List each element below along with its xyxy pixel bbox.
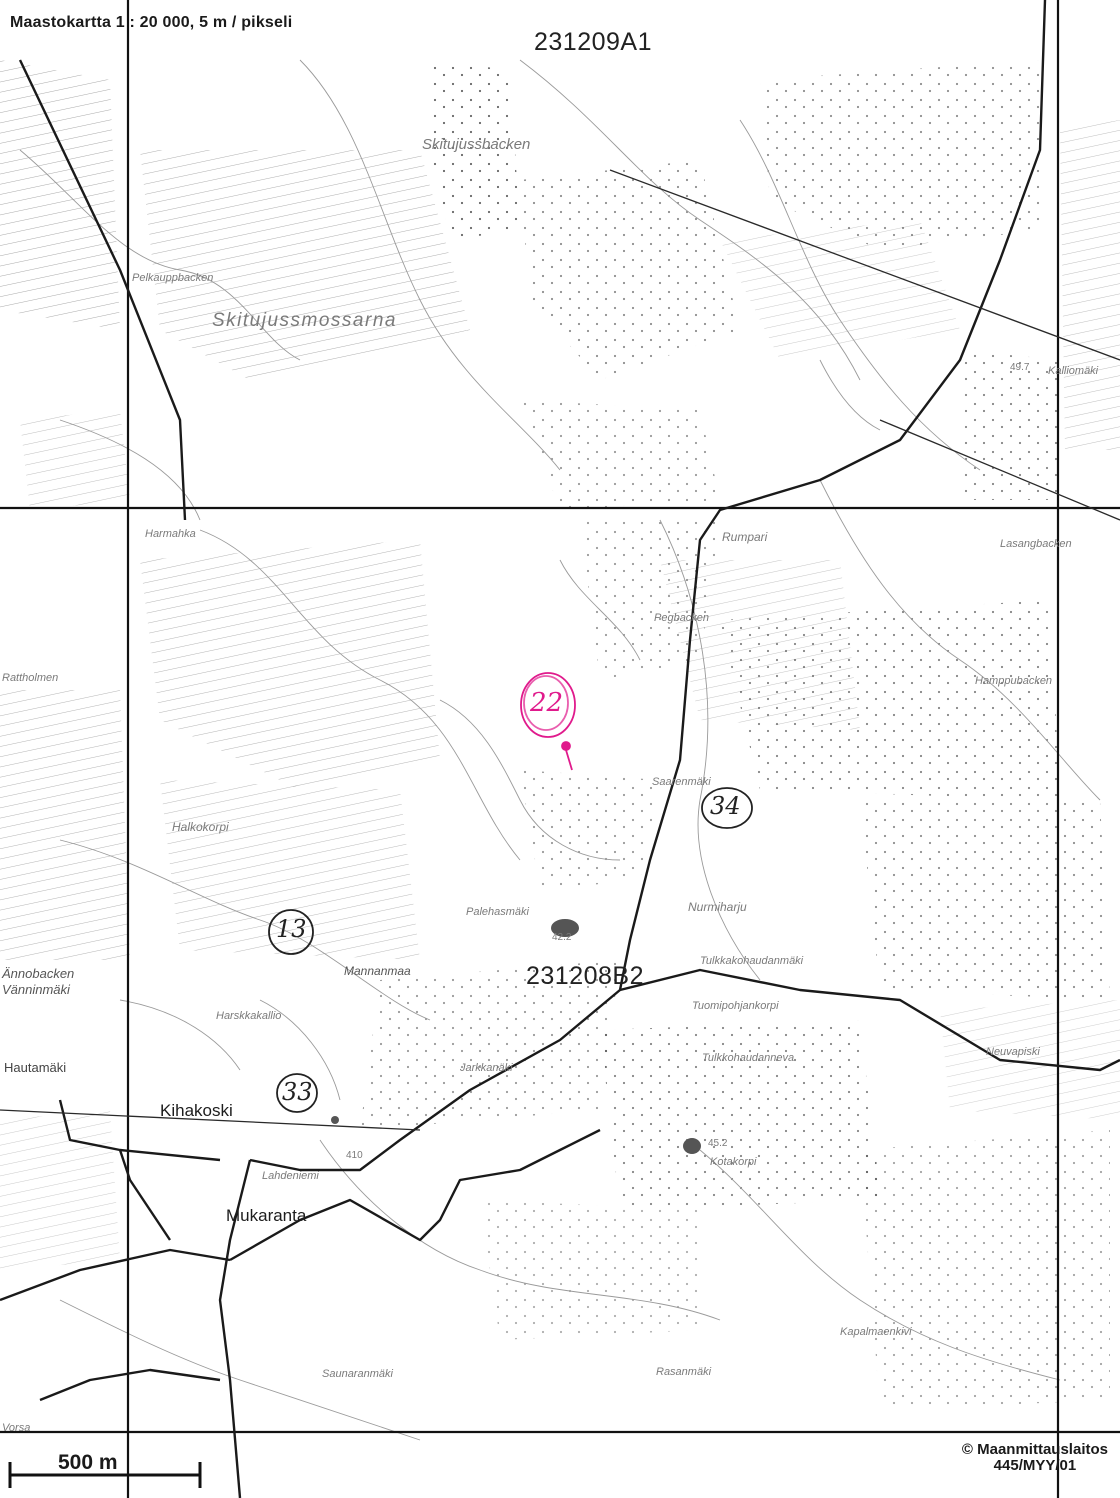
town-mukaranta: Mukaranta (226, 1206, 307, 1225)
place-hautamaki: Hautamäki (4, 1060, 67, 1075)
place-tulkkohaudanneva: Tulkkohaudanneva (702, 1052, 795, 1064)
place-skitujussmossarna: Skitujussmossarna (212, 310, 397, 331)
annotation-number: 33 (282, 1078, 313, 1106)
contour-lines (19, 59, 1101, 1441)
elevation-label: 49.7 (1010, 362, 1030, 373)
sheet-label-top: 231209A1 (534, 28, 653, 56)
town-kihakoski: Kihakoski (160, 1101, 233, 1120)
place-tuomipohjankorpi: Tuomipohjankorpi (692, 1000, 779, 1012)
place-rumpari: Rumpari (722, 530, 768, 544)
copyright-notice: © Maanmittauslaitos 445/MYY/01 (962, 1442, 1108, 1474)
place-pelkauppbacken: Pelkauppbacken (132, 272, 214, 284)
map-title: Maastokartta 1 : 20 000, 5 m / pikseli (10, 14, 293, 31)
annotation-number: 13 (276, 915, 307, 943)
place-kotakorpi: Kotakorpi (710, 1156, 757, 1168)
place-rasanmaki: Rasanmäki (656, 1366, 712, 1378)
annotation-number: 22 (530, 688, 564, 718)
copyright-line1: © Maanmittauslaitos (961, 1441, 1108, 1458)
place-jarkkanaki: Jarkkanäki (460, 1062, 513, 1074)
place-saarenmaki: Saarenmäki (652, 776, 711, 788)
power-lines (0, 169, 1120, 1131)
elevation-label: 42.2 (552, 932, 572, 943)
elevation-label: 410 (346, 1150, 363, 1161)
place-vanninmaki: Vänninmäki (2, 982, 70, 997)
place-neuvapiski: Neuvapiski (986, 1046, 1040, 1058)
place-harskkakallio: Harskkakallio (216, 1010, 282, 1022)
scale-bar (8, 1462, 202, 1488)
elevation-label: 45.2 (708, 1138, 728, 1149)
place-rattholmen: Rattholmen (2, 672, 59, 684)
place-lasangbacken: Lasangbacken (1000, 538, 1072, 550)
place-annobacken: Ännobacken (2, 966, 75, 981)
place-lahdeniemi: Lahdeniemi (262, 1170, 319, 1182)
place-nurmiharju: Nurmiharju (688, 900, 747, 914)
copyright-line2: 445/MYY/01 (993, 1457, 1077, 1474)
place-kalliomaki: Kalliomäki (1048, 365, 1099, 377)
annotation-marks (268, 672, 753, 1113)
place-halkokorpi: Halkokorpi (172, 820, 229, 834)
place-skitujussbacken: Skitujussbacken (422, 136, 531, 153)
place-pegbacken: Pegbacken (654, 612, 710, 624)
place-vorsa: Vorsa (2, 1422, 31, 1434)
place-palehasmaki: Palehasmäki (466, 906, 529, 918)
place-mannanmaa: Mannanmaa (344, 964, 411, 978)
annotation-number: 34 (710, 792, 741, 820)
place-saunaranmaki: Saunaranmäki (322, 1368, 393, 1380)
lake-shapes (331, 919, 701, 1154)
sheet-label-bottom: 231208B2 (526, 962, 645, 990)
place-hamppubacken: Hamppubacken (975, 675, 1053, 687)
place-kapalmaenkivi: Kapalmaenkivi (840, 1326, 912, 1338)
place-harmahka: Harmahka (145, 528, 196, 540)
dotted-areas (360, 60, 1110, 1410)
place-tulkkakohaudanmaki: Tulkkakohaudanmäki (700, 955, 804, 967)
scale-label: 500 m (58, 1451, 118, 1474)
